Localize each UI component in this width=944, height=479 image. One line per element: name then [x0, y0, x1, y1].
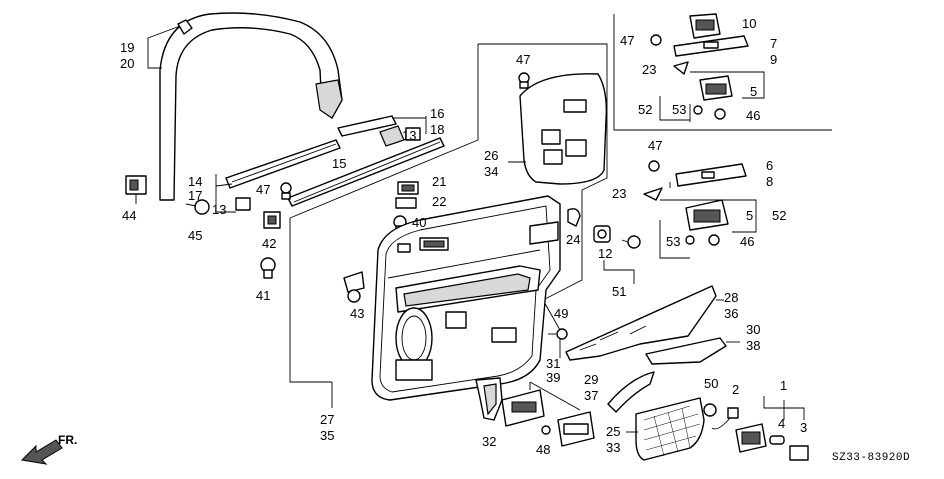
callout-46-lower: 46 — [740, 234, 754, 249]
callout-47-mid: 47 — [256, 182, 270, 197]
group-frames — [289, 14, 832, 408]
callout-22: 22 — [432, 194, 446, 209]
callout-23-upper: 23 — [642, 62, 656, 77]
clip-47-left — [280, 182, 292, 200]
trim-28-30 — [565, 285, 740, 365]
callout-49: 49 — [554, 306, 568, 321]
callout-41: 41 — [256, 288, 270, 303]
callout-53-upper: 53 — [672, 102, 686, 117]
callout-34: 34 — [484, 164, 498, 179]
callout-3: 3 — [800, 420, 807, 435]
callout-6: 6 — [766, 158, 773, 173]
callout-47-top: 47 — [516, 52, 530, 67]
callout-25: 25 — [606, 424, 620, 439]
callout-47-lower: 47 — [648, 138, 662, 153]
callout-35: 35 — [320, 428, 334, 443]
callout-10: 10 — [742, 16, 756, 31]
callout-53-lower: 53 — [666, 234, 680, 249]
diagram-code: SZ33-83920D — [832, 452, 910, 464]
screw-45 — [185, 197, 251, 215]
run-channel-part — [147, 12, 343, 201]
door-panel-main — [371, 195, 561, 401]
callout-16: 16 — [430, 106, 444, 121]
callout-30: 30 — [746, 322, 760, 337]
clip-41 — [260, 257, 276, 279]
callout-40: 40 — [412, 215, 426, 230]
callout-23-lower: 23 — [612, 186, 626, 201]
switch-upper — [650, 13, 765, 122]
callout-43: 43 — [350, 306, 364, 321]
bracket-42 — [263, 211, 281, 229]
callout-26: 26 — [484, 148, 498, 163]
clip-43 — [343, 271, 365, 303]
callout-28: 28 — [724, 290, 738, 305]
callout-4: 4 — [778, 416, 785, 431]
belt-molding-parts — [215, 115, 445, 213]
callout-51: 51 — [612, 284, 626, 299]
callout-labels: 19 20 44 14 17 13 45 47 15 16 18 13 42 4… — [58, 16, 910, 464]
hook-24 — [567, 208, 581, 227]
clip-47-cover — [518, 72, 530, 89]
screw-49 — [548, 328, 568, 340]
fasteners-12 — [593, 225, 641, 284]
callout-37: 37 — [584, 388, 598, 403]
callout-15: 15 — [332, 156, 346, 171]
panel-cover-26 — [508, 73, 608, 185]
callout-21: 21 — [432, 174, 446, 189]
clip-44 — [125, 175, 147, 204]
callout-14: 14 — [188, 174, 202, 189]
callout-24: 24 — [566, 232, 580, 247]
callout-5-lower: 5 — [746, 208, 753, 223]
callout-5-upper: 5 — [750, 84, 757, 99]
callout-20: 20 — [120, 56, 134, 71]
callout-18: 18 — [430, 122, 444, 137]
callout-7: 7 — [770, 36, 777, 51]
handle-parts — [475, 377, 595, 447]
callout-42: 42 — [262, 236, 276, 251]
callout-50: 50 — [704, 376, 718, 391]
callout-46-upper: 46 — [746, 108, 760, 123]
callout-12: 12 — [598, 246, 612, 261]
callout-32: 32 — [482, 434, 496, 449]
callout-52-lower: 52 — [772, 208, 786, 223]
callout-19: 19 — [120, 40, 134, 55]
callout-13-left: 13 — [212, 202, 226, 217]
callout-44: 44 — [122, 208, 136, 223]
switch-lower — [643, 160, 757, 259]
front-marker-label: FR. — [58, 433, 77, 447]
callout-8: 8 — [766, 174, 773, 189]
callout-2: 2 — [732, 382, 739, 397]
front-arrow-icon — [20, 439, 63, 465]
callout-1: 1 — [780, 378, 787, 393]
callout-38: 38 — [746, 338, 760, 353]
callout-33: 33 — [606, 440, 620, 455]
callout-45: 45 — [188, 228, 202, 243]
callout-13-right: 13 — [402, 128, 416, 143]
pocket-parts — [607, 371, 705, 461]
callout-29: 29 — [584, 372, 598, 387]
callout-48: 48 — [536, 442, 550, 457]
lamp-parts — [703, 396, 809, 461]
callout-9: 9 — [770, 52, 777, 67]
callout-17: 17 — [188, 188, 202, 203]
callout-36: 36 — [724, 306, 738, 321]
callout-31: 31 — [546, 356, 560, 371]
callout-47-switch: 47 — [620, 33, 634, 48]
callout-27: 27 — [320, 412, 334, 427]
callout-39: 39 — [546, 370, 560, 385]
callout-52-upper: 52 — [638, 102, 652, 117]
